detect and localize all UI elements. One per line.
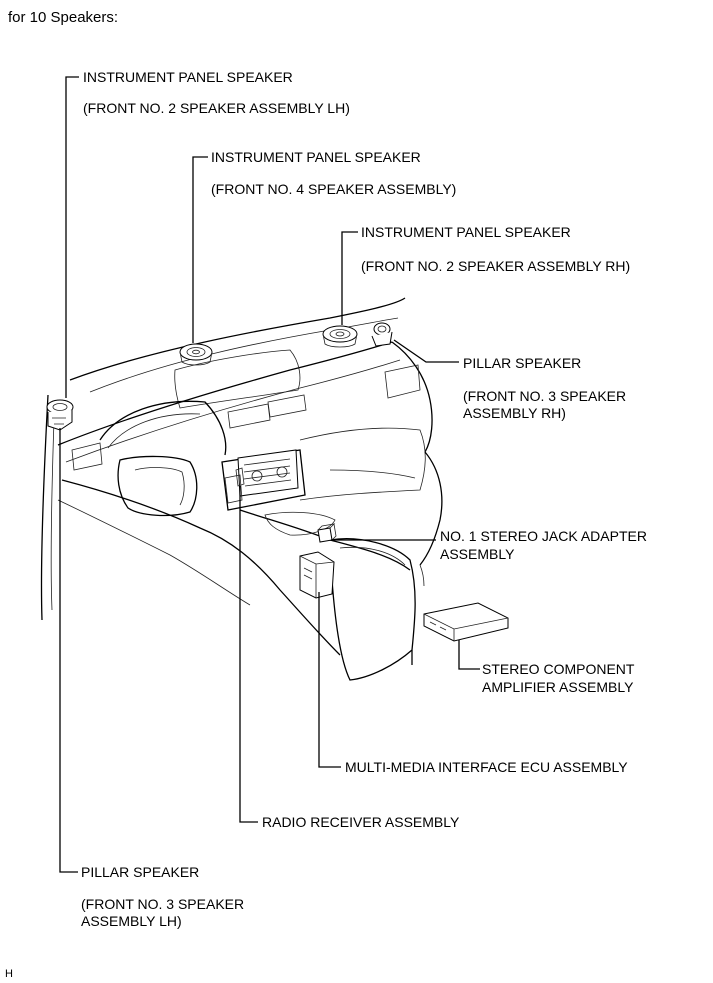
label-ip-speaker-lh: INSTRUMENT PANEL SPEAKER (83, 69, 293, 85)
label-ip-speaker-center: INSTRUMENT PANEL SPEAKER (211, 149, 421, 165)
label-amplifier-2: AMPLIFIER ASSEMBLY (482, 679, 634, 695)
label-pillar-speaker-lh: PILLAR SPEAKER (81, 864, 200, 880)
label-radio-receiver: RADIO RECEIVER ASSEMBLY (262, 814, 460, 830)
label-pillar-speaker-rh-part-1: (FRONT NO. 3 SPEAKER (463, 388, 627, 404)
label-multimedia-ecu: MULTI-MEDIA INTERFACE ECU ASSEMBLY (345, 759, 628, 775)
speaker-ip-rh (322, 325, 358, 348)
label-stereo-jack-adapter-2: ASSEMBLY (440, 546, 515, 562)
speaker-ip-center (179, 343, 213, 366)
label-stereo-jack-adapter-1: NO. 1 STEREO JACK ADAPTER (440, 528, 647, 544)
multimedia-ecu-part (299, 551, 335, 599)
label-pillar-speaker-rh-part-2: ASSEMBLY RH) (463, 405, 566, 421)
page-heading: for 10 Speakers: (8, 9, 119, 26)
leader-lines (59, 76, 480, 873)
amplifier-part (423, 602, 509, 642)
label-ip-speaker-rh: INSTRUMENT PANEL SPEAKER (361, 224, 571, 240)
radio-receiver-part (235, 467, 245, 487)
corner-code: H (5, 968, 13, 980)
label-ip-speaker-lh-part: (FRONT NO. 2 SPEAKER ASSEMBLY LH) (83, 100, 350, 116)
label-pillar-speaker-lh-part-1: (FRONT NO. 3 SPEAKER (81, 896, 245, 912)
label-pillar-speaker-rh: PILLAR SPEAKER (463, 355, 582, 371)
label-ip-speaker-center-part: (FRONT NO. 4 SPEAKER ASSEMBLY) (211, 181, 457, 197)
label-pillar-speaker-lh-part-2: ASSEMBLY LH) (81, 913, 182, 929)
speaker-ip-lh (46, 399, 74, 431)
dashboard-illustration (40, 297, 443, 681)
label-ip-speaker-rh-part: (FRONT NO. 2 SPEAKER ASSEMBLY RH) (361, 258, 631, 274)
speaker-pillar-rh (371, 322, 393, 347)
label-amplifier-1: STEREO COMPONENT (482, 661, 635, 677)
